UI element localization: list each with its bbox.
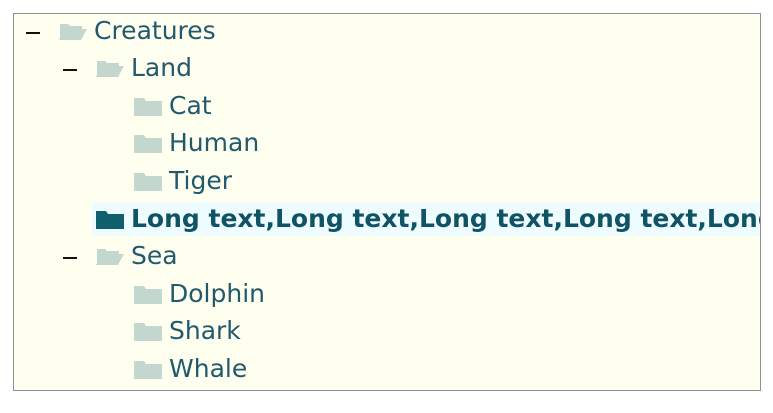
folder-open-icon <box>96 249 124 265</box>
tree-node-label: Sea <box>131 241 178 270</box>
folder-icon <box>134 286 162 304</box>
tree-node-land[interactable]: Land <box>95 51 192 85</box>
tree-node-label: Land <box>131 53 192 82</box>
folder-icon <box>134 135 162 153</box>
tree-node-label: Dolphin <box>169 279 265 308</box>
minus-icon <box>63 69 77 71</box>
folder-icon <box>134 323 162 341</box>
tree-node-label: Creatures <box>94 16 216 45</box>
tree-node-label: Long text,Long text,Long text,Long text,… <box>131 204 761 233</box>
tree-node-label: Cat <box>169 91 212 120</box>
collapse-toggle-sea[interactable] <box>61 241 79 275</box>
folder-open-icon <box>96 61 124 77</box>
folder-icon <box>96 211 124 229</box>
tree-node-tiger[interactable]: Tiger <box>133 164 232 198</box>
tree-node-label: Whale <box>169 354 248 383</box>
tree-node-label: Tiger <box>169 166 232 195</box>
tree-panel: Creatures Land Cat Human Tiger <box>13 13 761 391</box>
tree-node-shark[interactable]: Shark <box>133 314 241 348</box>
tree-node-dolphin[interactable]: Dolphin <box>133 277 265 311</box>
tree-node-whale[interactable]: Whale <box>133 352 247 386</box>
folder-icon <box>134 98 162 116</box>
tree-node-sea[interactable]: Sea <box>95 239 178 273</box>
tree-node-long-text[interactable]: Long text,Long text,Long text,Long text,… <box>92 202 761 236</box>
tree-node-label: Human <box>169 128 260 157</box>
minus-icon <box>63 257 77 259</box>
tree-node-human[interactable]: Human <box>133 126 259 160</box>
folder-icon <box>134 361 162 379</box>
tree-node-cat[interactable]: Cat <box>133 89 212 123</box>
folder-icon <box>134 173 162 191</box>
minus-icon <box>26 32 40 34</box>
tree-node-label: Shark <box>169 316 241 345</box>
collapse-toggle-land[interactable] <box>61 53 79 87</box>
tree-node-creatures[interactable]: Creatures <box>58 14 216 48</box>
collapse-toggle-creatures[interactable] <box>24 16 42 50</box>
folder-open-icon <box>59 24 87 40</box>
